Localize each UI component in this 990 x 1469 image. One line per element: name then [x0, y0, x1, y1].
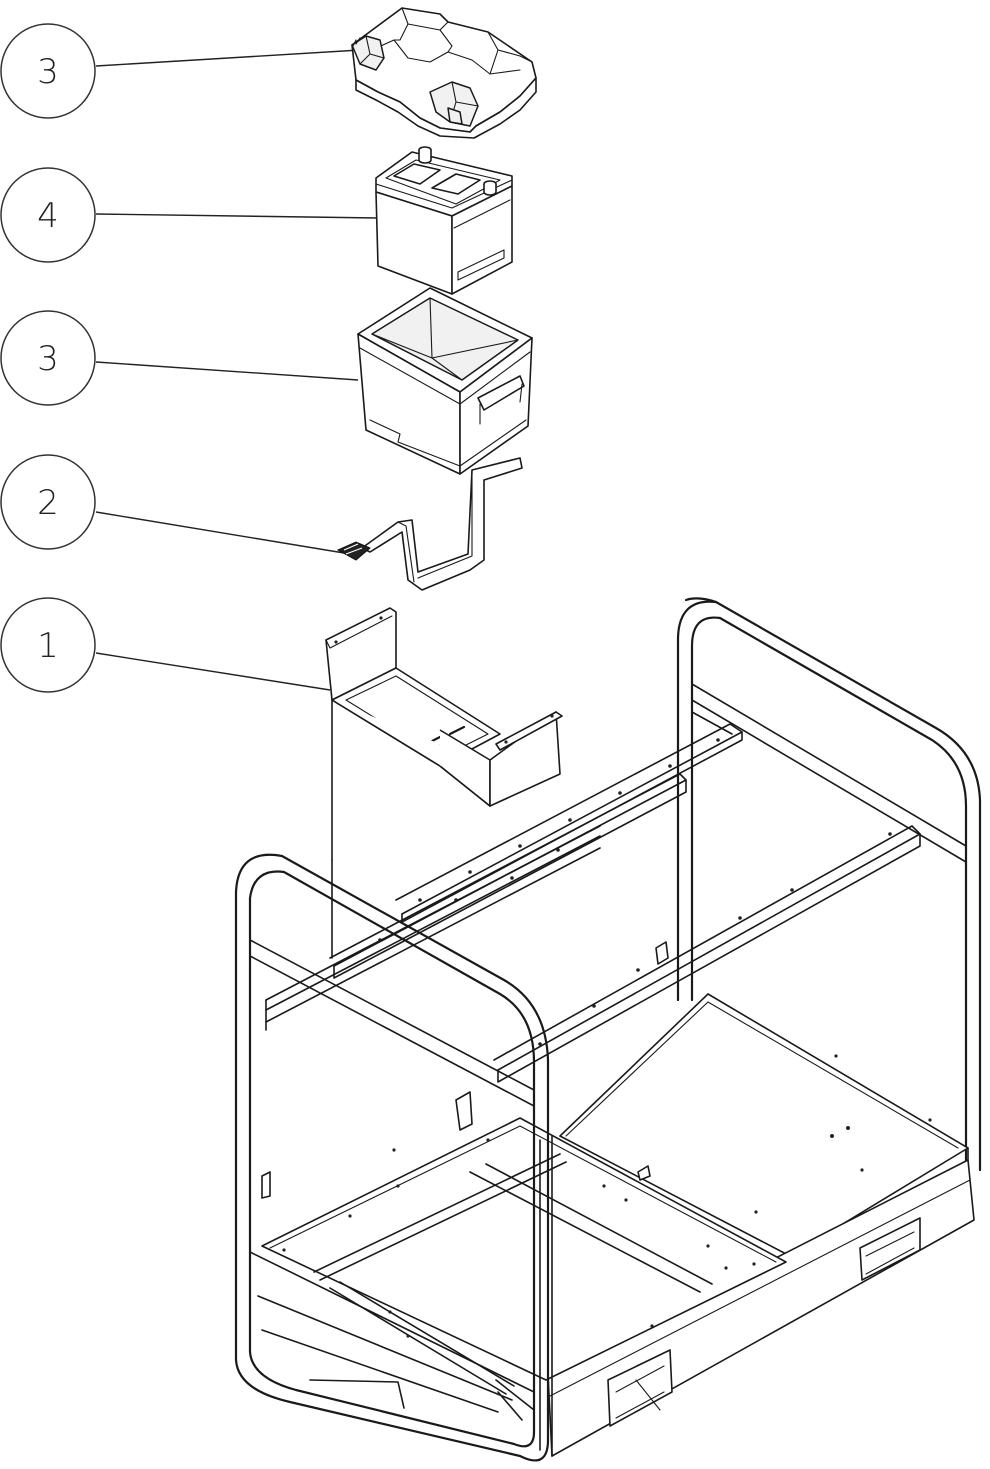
callout-battery-label: 4	[37, 196, 59, 236]
hold-down-strap-part	[336, 457, 523, 591]
battery-part	[375, 146, 513, 295]
battery-box-part	[357, 287, 533, 475]
callout-battery-box: 3	[0, 310, 359, 406]
callout-battery-box-label: 3	[37, 339, 59, 379]
frame-assembly	[234, 597, 982, 1462]
callout-tray: 1	[0, 597, 331, 693]
battery-tray-part	[325, 607, 563, 861]
battery-cover-part	[351, 7, 537, 139]
callout-cover-label: 3	[37, 52, 59, 92]
callout-cover: 3	[0, 23, 361, 119]
callout-tray-label: 1	[37, 626, 59, 666]
callout-battery: 4	[0, 167, 379, 263]
callout-strap-label: 2	[37, 483, 59, 523]
callout-strap: 2	[0, 454, 345, 554]
